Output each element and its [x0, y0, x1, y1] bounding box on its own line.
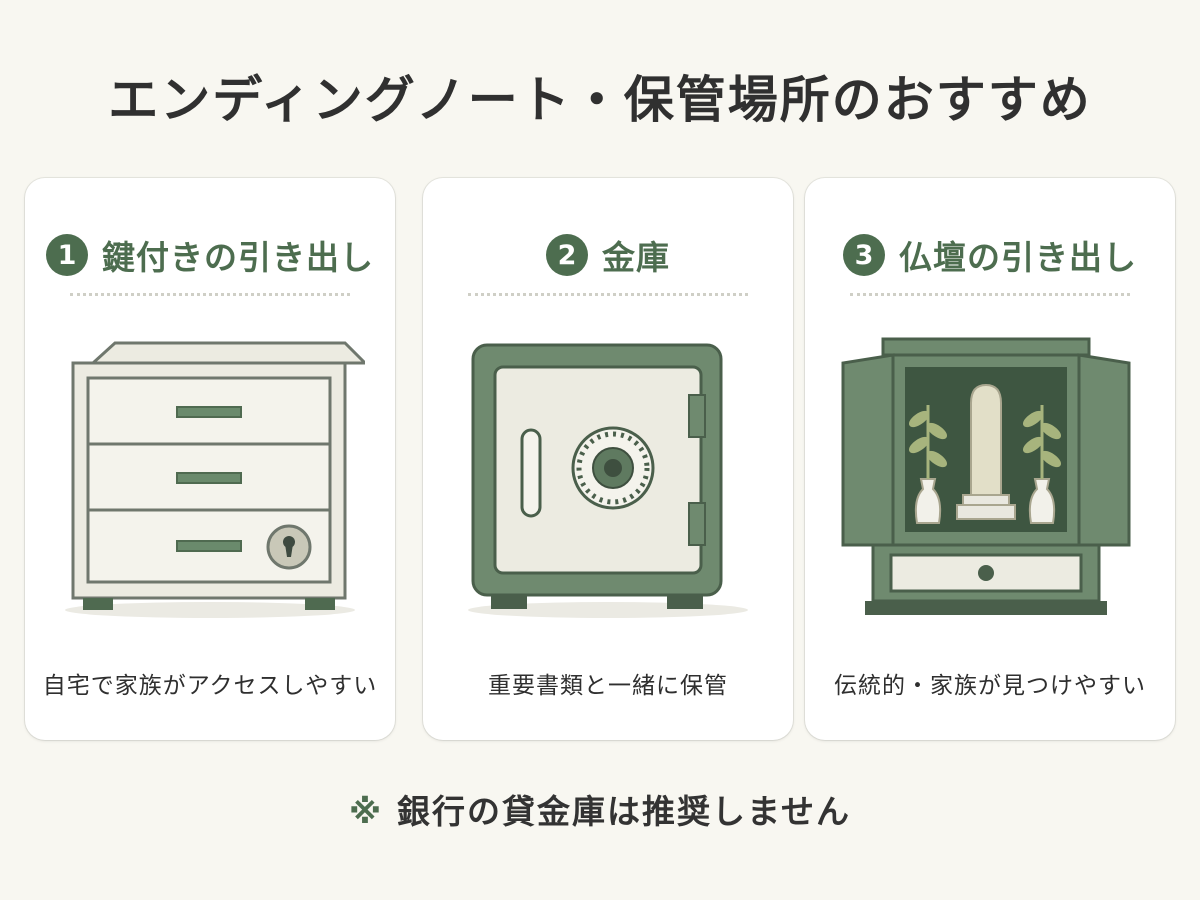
footer-note: ※ 銀行の貸金庫は推奨しません: [0, 785, 1200, 833]
card-altar-drawer: 3 仏壇の引き出し: [805, 178, 1175, 740]
footer-text: 銀行の貸金庫は推奨しません: [397, 792, 852, 831]
buddhist-altar-icon: [841, 337, 1131, 615]
card-caption: 重要書類と一緒に保管: [488, 673, 728, 699]
dotted-divider: [468, 293, 748, 296]
dotted-divider: [70, 293, 350, 296]
card-title: 金庫: [602, 238, 670, 277]
card-header: 2 金庫: [423, 230, 793, 280]
dotted-divider: [850, 293, 1130, 296]
drawer-cabinet-icon: [65, 341, 365, 618]
number-badge: 1: [46, 234, 88, 276]
page-title: エンディングノート・保管場所のおすすめ: [108, 71, 1092, 129]
safe-icon: [468, 343, 748, 618]
card-title: 鍵付きの引き出し: [102, 238, 374, 277]
card-header: 1 鍵付きの引き出し: [25, 230, 395, 280]
card-caption: 伝統的・家族が見つけやすい: [834, 673, 1146, 699]
card-title: 仏壇の引き出し: [899, 238, 1137, 277]
reference-mark-icon: ※: [348, 792, 384, 831]
storage-options: 1 鍵付きの引き出し 自宅で家族がアクセスしやすい 2 金庫: [0, 178, 1200, 743]
card-caption: 自宅で家族がアクセスしやすい: [42, 673, 378, 699]
card-locked-drawer: 1 鍵付きの引き出し 自宅で家族がアクセスしやすい: [25, 178, 395, 740]
card-header: 3 仏壇の引き出し: [805, 230, 1175, 280]
number-badge: 3: [843, 234, 885, 276]
number-badge: 2: [546, 234, 588, 276]
card-safe: 2 金庫 重要書類と一緒に保管: [423, 178, 793, 740]
